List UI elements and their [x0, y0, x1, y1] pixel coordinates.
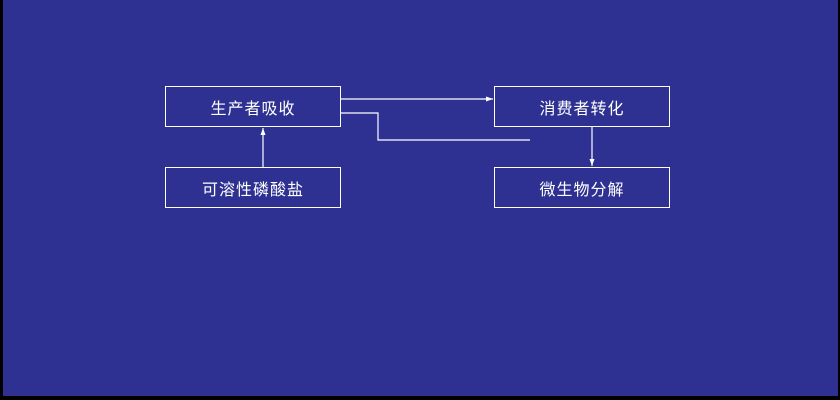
node-soluble-phosphate: 可溶性磷酸盐	[165, 167, 341, 208]
node-microbe-label: 微生物分解	[539, 179, 625, 199]
node-consumer-conversion: 消费者转化	[494, 86, 670, 127]
slide-canvas	[3, 0, 838, 396]
node-phosphate-label: 可溶性磷酸盐	[201, 179, 304, 199]
node-consumer-label: 消费者转化	[539, 98, 625, 118]
node-microbial-decomposition: 微生物分解	[494, 167, 670, 208]
node-producer-label: 生产者吸收	[210, 98, 296, 118]
node-producer-absorption: 生产者吸收	[165, 86, 341, 127]
screen-left-border	[0, 0, 3, 400]
screen-bottom-border	[0, 396, 840, 400]
